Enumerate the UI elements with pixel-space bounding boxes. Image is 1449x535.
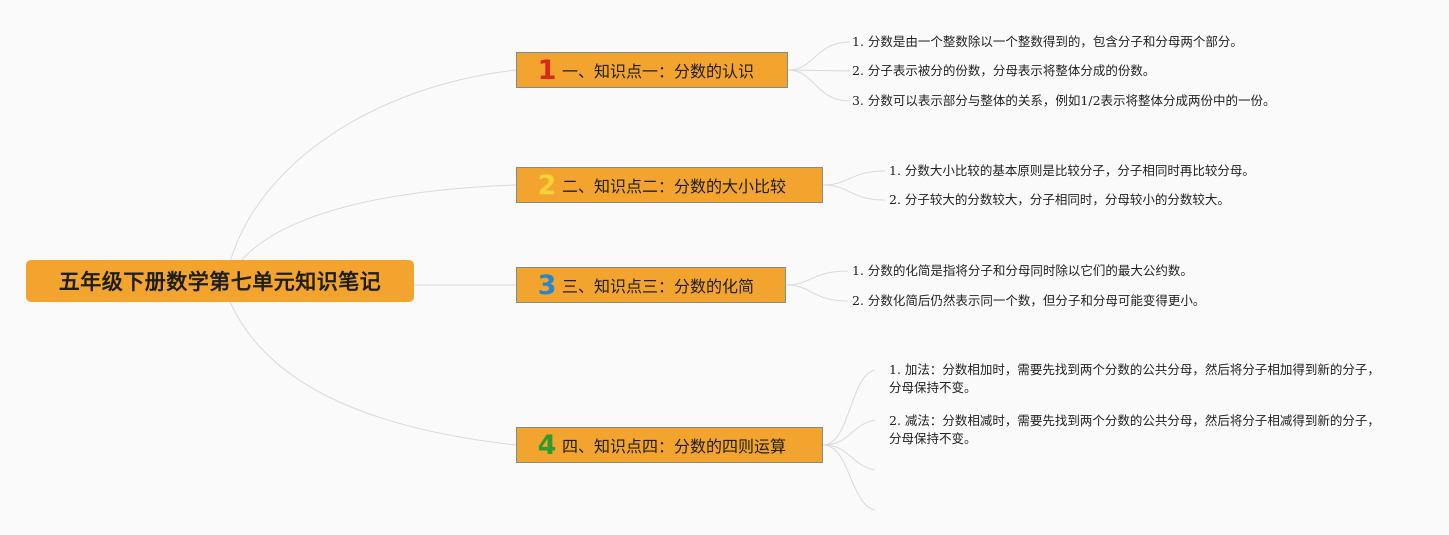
link-b4-item-3 [822, 444, 876, 471]
link-b3-item-1 [785, 270, 849, 286]
link-root-branch-4 [229, 301, 517, 446]
branch-topic-4[interactable]: 4 四、知识点四：分数的四则运算 [516, 427, 823, 463]
number-one-icon: 1 [537, 54, 557, 86]
branch-label: 四、知识点四：分数的四则运算 [562, 437, 787, 456]
link-b2-item-1 [822, 170, 886, 186]
branch-topic-1[interactable]: 1 一、知识点一：分数的认识 [516, 52, 788, 88]
branch-2-item-2[interactable]: 2. 分子较大的分数较大，分子相同时，分母较小的分数较大。 [889, 192, 1230, 207]
branch-label: 二、知识点二：分数的大小比较 [562, 177, 787, 196]
branch-1-item-1[interactable]: 1. 分数是由一个整数除以一个整数得到的，包含分子和分母两个部分。 [852, 34, 1243, 49]
branch-label: 三、知识点三：分数的化简 [562, 277, 755, 296]
branch-label: 一、知识点一：分数的认识 [562, 62, 755, 81]
branch-4-item-1[interactable]: 1. 加法：分数相加时，需要先找到两个分数的公共分母，然后将分子相加得到新的分子… [889, 362, 1380, 395]
branch-topic-2[interactable]: 2 二、知识点二：分数的大小比较 [516, 167, 823, 203]
link-b1-item-3 [787, 69, 851, 102]
link-b1-item-2 [787, 69, 851, 72]
number-two-icon: 2 [537, 169, 557, 201]
number-three-icon: 3 [537, 269, 557, 301]
branch-1-item-2[interactable]: 2. 分子表示被分的份数，分母表示将整体分成的份数。 [852, 63, 1156, 78]
root-title: 五年级下册数学第七单元知识笔记 [58, 270, 382, 294]
link-b3-item-2 [785, 284, 849, 302]
link-b4-item-2 [822, 419, 876, 446]
branch-3-item-1[interactable]: 1. 分数的化简是指将分子和分母同时除以它们的最大公约数。 [852, 263, 1193, 278]
link-b1-item-1 [787, 41, 851, 71]
number-four-icon: 4 [537, 429, 557, 461]
branch-topic-3[interactable]: 3 三、知识点三：分数的化简 [516, 267, 786, 303]
branch-1-item-3[interactable]: 3. 分数可以表示部分与整体的关系，例如1/2表示将整体分成两份中的一份。 [852, 93, 1276, 108]
branch-4-item-2[interactable]: 2. 减法：分数相减时，需要先找到两个分数的公共分母，然后将分子相减得到新的分子… [889, 413, 1380, 446]
branch-2-item-1[interactable]: 1. 分数大小比较的基本原则是比较分子，分子相同时再比较分母。 [889, 163, 1255, 178]
root-topic[interactable]: 五年级下册数学第七单元知识笔记 [26, 260, 414, 302]
link-b4-item-1 [822, 369, 876, 446]
link-root-branch-1 [229, 69, 517, 263]
link-b2-item-2 [822, 184, 886, 201]
link-b4-item-4 [822, 444, 876, 511]
link-root-branch-2 [239, 184, 517, 263]
branch-3-item-2[interactable]: 2. 分数化简后仍然表示同一个数，但分子和分母可能变得更小。 [852, 293, 1206, 308]
